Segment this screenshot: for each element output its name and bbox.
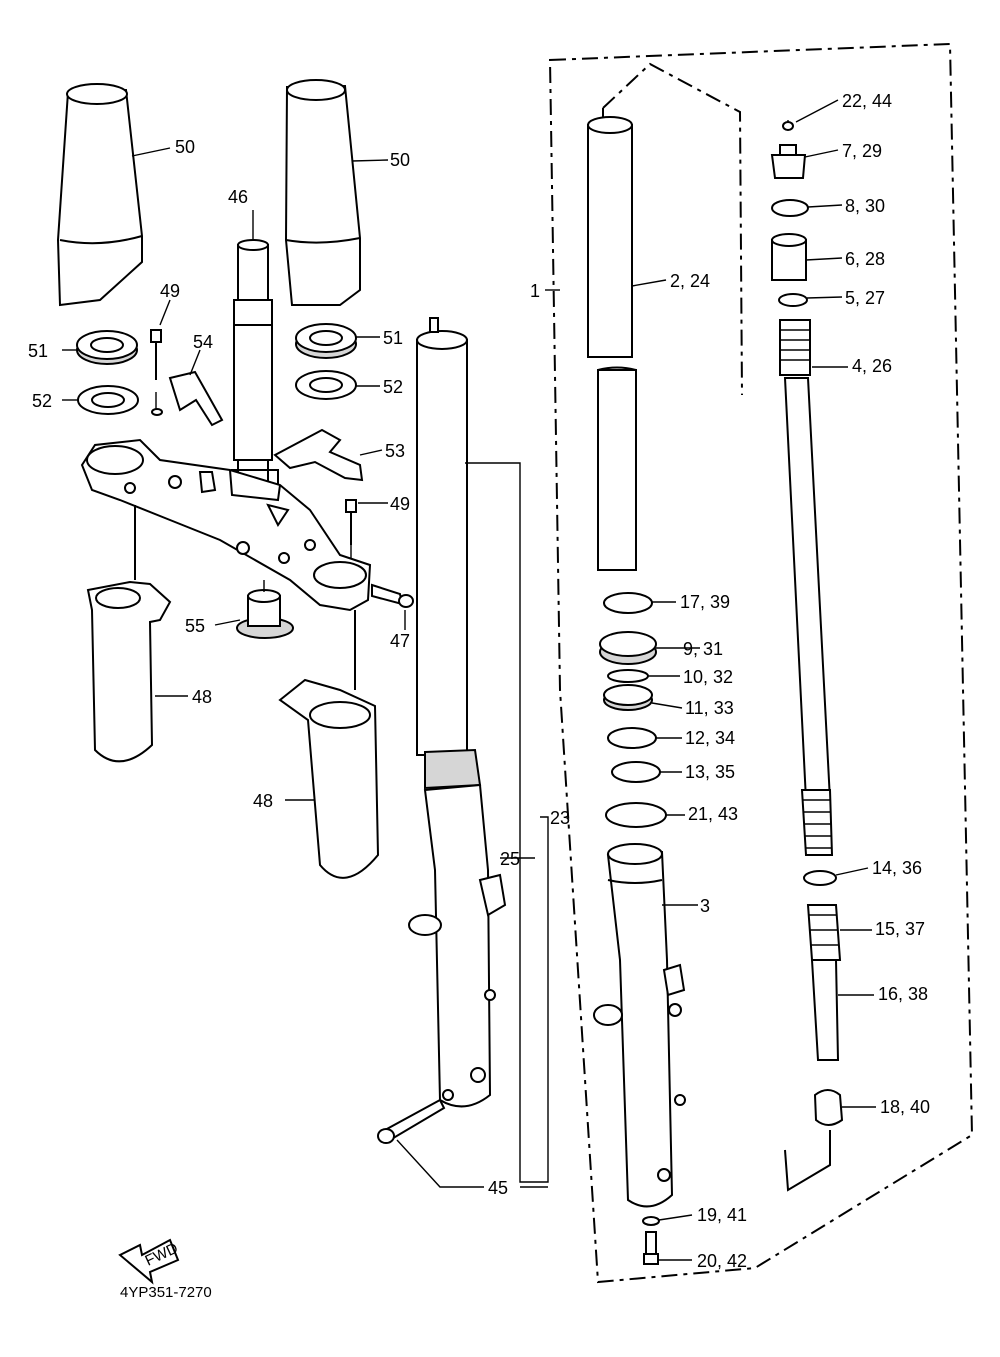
label-46: 46 bbox=[228, 187, 248, 207]
leader-lines bbox=[62, 99, 876, 1261]
label-50-right: 50 bbox=[390, 150, 410, 170]
cable-clip-53 bbox=[273, 428, 364, 482]
label-19-41: 19, 41 bbox=[697, 1205, 747, 1225]
bolt-47 bbox=[371, 583, 414, 608]
label-4-26: 4, 26 bbox=[852, 356, 892, 376]
bearing-nut-55 bbox=[236, 580, 294, 639]
oil-seal-right bbox=[295, 323, 357, 359]
damper-column bbox=[770, 120, 844, 1192]
label-2-24: 2, 24 bbox=[670, 271, 710, 291]
bolt-upper bbox=[150, 329, 163, 416]
label-5-27: 5, 27 bbox=[845, 288, 885, 308]
label-48-right: 48 bbox=[253, 791, 273, 811]
label-11-33: 11, 33 bbox=[685, 698, 734, 718]
washer-19 bbox=[642, 1216, 660, 1226]
label-51-left: 51 bbox=[28, 341, 48, 361]
fork-boot-left bbox=[56, 83, 143, 307]
label-23: 23 bbox=[550, 808, 570, 828]
washer-right bbox=[295, 370, 357, 400]
axle-bolt-45 bbox=[377, 1098, 446, 1144]
diagram-code: 4YP351-7270 bbox=[120, 1284, 212, 1301]
label-17-39: 17, 39 bbox=[680, 592, 730, 612]
label-49-bottom: 49 bbox=[390, 494, 410, 514]
washer-left bbox=[77, 385, 139, 415]
steering-stem bbox=[231, 239, 279, 496]
label-53: 53 bbox=[385, 441, 405, 461]
bolt-lower bbox=[345, 499, 357, 570]
label-47: 47 bbox=[390, 631, 410, 651]
label-20-42: 20, 42 bbox=[697, 1251, 747, 1271]
label-52-left: 52 bbox=[32, 391, 52, 411]
label-13-35: 13, 35 bbox=[685, 762, 735, 782]
label-8-30: 8, 30 bbox=[845, 196, 885, 216]
label-21-43: 21, 43 bbox=[688, 804, 738, 824]
label-6-28: 6, 28 bbox=[845, 249, 885, 269]
cable-clip-54 bbox=[168, 370, 224, 427]
bolt-20 bbox=[643, 1231, 659, 1265]
label-18-40: 18, 40 bbox=[880, 1097, 930, 1117]
label-50-left: 50 bbox=[175, 137, 195, 157]
label-7-29: 7, 29 bbox=[842, 141, 882, 161]
fork-cover-right bbox=[278, 610, 380, 879]
seal-stack bbox=[599, 592, 667, 828]
fork-boot-right bbox=[284, 79, 361, 306]
inner-tube bbox=[587, 116, 637, 571]
label-54: 54 bbox=[193, 332, 213, 352]
oil-seal-left bbox=[76, 330, 138, 365]
label-3: 3 bbox=[700, 896, 710, 916]
label-16-38: 16, 38 bbox=[878, 984, 928, 1004]
part-labels: 50 50 46 49 51 51 54 52 52 53 49 55 47 4… bbox=[28, 91, 930, 1301]
under-bracket bbox=[80, 438, 372, 612]
label-49-top: 49 bbox=[160, 281, 180, 301]
fork-cover-left bbox=[86, 505, 172, 763]
label-25: 25 bbox=[500, 849, 520, 869]
label-45: 45 bbox=[488, 1178, 508, 1198]
label-1: 1 bbox=[530, 281, 540, 301]
label-22-44: 22, 44 bbox=[842, 91, 892, 111]
label-55: 55 bbox=[185, 616, 205, 636]
label-9-31: 9, 31 bbox=[683, 639, 723, 659]
outer-tube bbox=[593, 843, 686, 1208]
forward-arrow-icon: FWD bbox=[118, 1238, 181, 1285]
label-14-36: 14, 36 bbox=[872, 858, 922, 878]
label-12-34: 12, 34 bbox=[685, 728, 735, 748]
fork-leg-assembly bbox=[408, 317, 507, 1108]
label-52-right: 52 bbox=[383, 377, 403, 397]
label-48-left: 48 bbox=[192, 687, 212, 707]
label-10-32: 10, 32 bbox=[683, 667, 733, 687]
label-15-37: 15, 37 bbox=[875, 919, 925, 939]
label-51-right: 51 bbox=[383, 328, 403, 348]
